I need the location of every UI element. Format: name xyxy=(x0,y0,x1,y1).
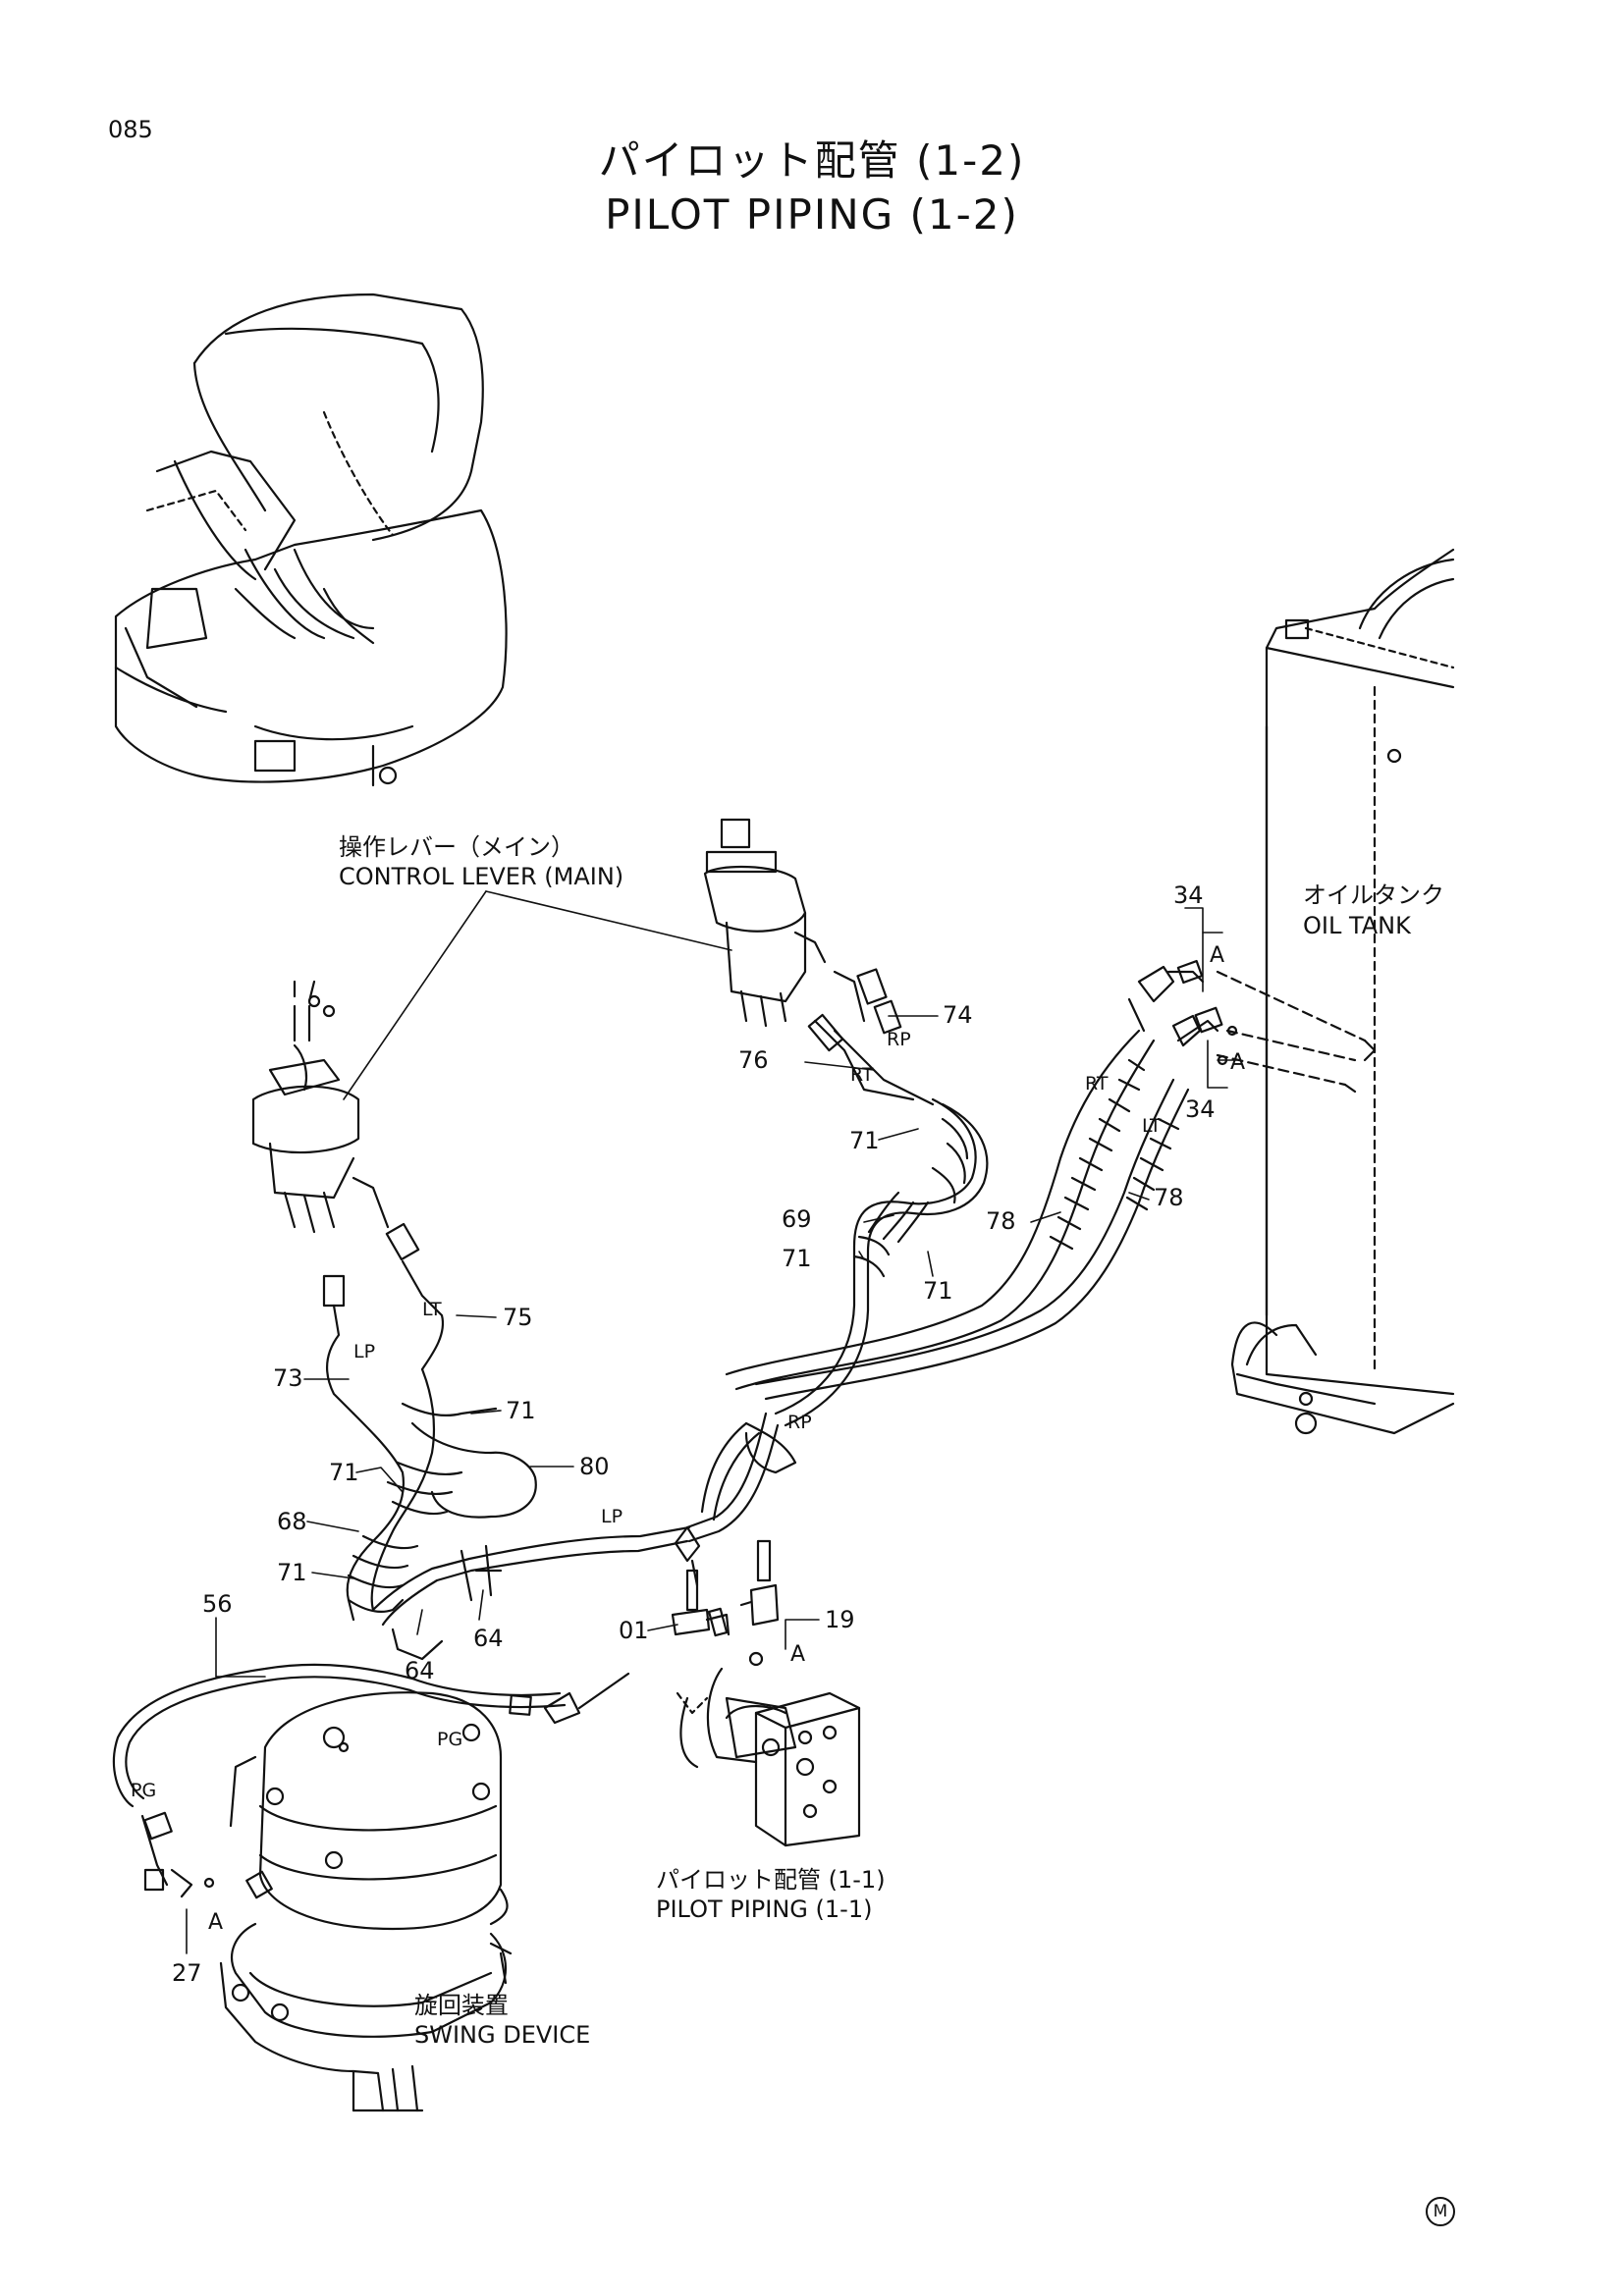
right-control-lever xyxy=(703,818,935,1106)
line-tag: PG xyxy=(131,1780,157,1801)
part-number: 69 xyxy=(782,1205,812,1233)
swing-device-caption-jp: 旋回装置 xyxy=(414,1992,509,2019)
part-number: 01 xyxy=(619,1617,649,1644)
oil-tank-caption-jp: オイルタンク xyxy=(1303,881,1444,909)
right-hose-bundle xyxy=(744,1097,989,1474)
pilot-piping-caption-en: PILOT PIPING (1-1) xyxy=(656,1896,873,1923)
line-tag: RP xyxy=(787,1412,812,1433)
oil-tank-drawing xyxy=(1230,548,1455,1435)
left-hose-bundle xyxy=(346,1367,780,1661)
line-tag: RT xyxy=(850,1064,874,1086)
swing-device-caption-en: SWING DEVICE xyxy=(414,2021,591,2049)
line-tag: LP xyxy=(353,1341,376,1362)
part-number: 76 xyxy=(738,1046,769,1074)
line-tag: LT xyxy=(1142,1115,1162,1137)
part-number: 78 xyxy=(986,1207,1016,1235)
part-number: 56 xyxy=(202,1590,233,1618)
part-number: 74 xyxy=(943,1001,973,1029)
part-number: 64 xyxy=(405,1657,435,1684)
line-tag: RP xyxy=(887,1029,911,1050)
part-number: 34 xyxy=(1185,1095,1216,1123)
swing-device xyxy=(170,1691,513,2112)
machine-overview xyxy=(114,293,508,787)
line-tag: PG xyxy=(437,1729,463,1750)
part-number: 71 xyxy=(506,1397,536,1424)
left-control-lever xyxy=(251,980,445,1415)
part-number: 71 xyxy=(277,1559,307,1586)
connection-mark: A xyxy=(790,1642,806,1667)
page-title-jp: パイロット配管 (1-2) xyxy=(598,136,1026,185)
oil-tank-caption-en: OIL TANK xyxy=(1303,912,1411,939)
page-number: 085 xyxy=(108,116,153,143)
pg-hose xyxy=(112,1663,630,1892)
connection-mark: A xyxy=(1210,943,1225,968)
connection-mark: A xyxy=(208,1910,224,1935)
line-tag: RT xyxy=(1085,1073,1109,1095)
part-number: 71 xyxy=(849,1127,880,1154)
part-number: 64 xyxy=(473,1625,504,1652)
part-number: 27 xyxy=(172,1959,202,1987)
line-tag: LT xyxy=(422,1299,442,1320)
control-lever-caption-jp: 操作レバー（メイン） xyxy=(339,833,574,861)
part-number: 71 xyxy=(923,1277,953,1305)
part-number: 68 xyxy=(277,1508,307,1535)
control-lever-caption-en: CONTROL LEVER (MAIN) xyxy=(339,863,624,890)
part-number: 78 xyxy=(1154,1184,1184,1211)
pilot-block xyxy=(676,1667,861,1847)
part-number: 80 xyxy=(579,1453,610,1480)
part-number: 34 xyxy=(1173,881,1204,909)
tank-return-hoses xyxy=(725,959,1377,1401)
pilot-piping-caption-jp: パイロット配管 (1-1) xyxy=(656,1866,886,1894)
part-number: 19 xyxy=(825,1606,855,1633)
part-number: 71 xyxy=(329,1459,359,1486)
page-title-en: PILOT PIPING (1-2) xyxy=(605,190,1019,239)
manufacturer-mark: M xyxy=(1426,2197,1455,2226)
fittings-center xyxy=(671,1539,780,1667)
part-number: 71 xyxy=(782,1245,812,1272)
line-tag: LP xyxy=(601,1506,623,1527)
part-number: 73 xyxy=(273,1364,303,1392)
connection-mark: A xyxy=(1230,1050,1246,1075)
part-number: 75 xyxy=(503,1304,533,1331)
leader-lines xyxy=(186,890,1238,1954)
